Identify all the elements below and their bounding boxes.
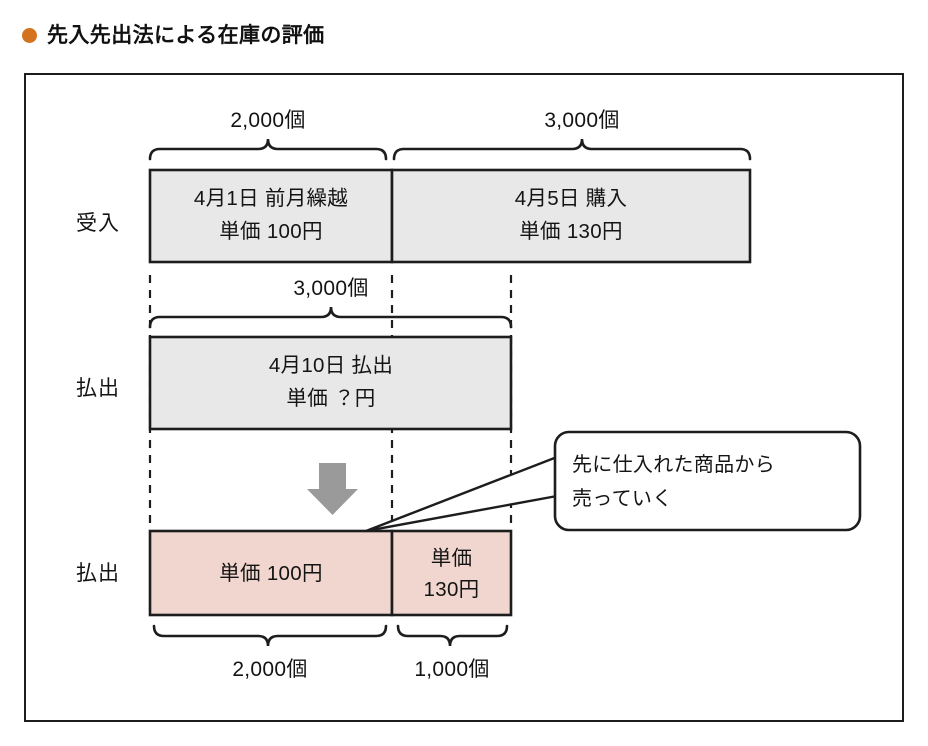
- issue-box-line1: 4月10日 払出: [269, 354, 393, 377]
- bracket-result-100: [152, 624, 388, 647]
- diagram-frame: 受入 2,000個 3,000個 4月1日 前月繰越 単価 100円 4月5日 …: [24, 73, 904, 722]
- bracket-purchase: [392, 138, 752, 161]
- result-box-130-line1: 単価: [431, 547, 473, 570]
- result-box-100: [148, 529, 394, 617]
- issue-box: [148, 335, 513, 431]
- carryover-box-line2: 単価 100円: [219, 220, 323, 243]
- callout-tail: [364, 455, 559, 533]
- row-label-receipt: 受入: [76, 212, 120, 235]
- bracket-label-result-130: 1,000個: [414, 658, 489, 681]
- down-arrow-icon: [307, 463, 358, 515]
- purchase-box: [390, 168, 752, 264]
- bracket-carryover: [148, 138, 388, 161]
- callout-line2: 売っていく: [572, 487, 673, 510]
- carryover-box-line1: 4月1日 前月繰越: [194, 187, 348, 210]
- row-label-result: 払出: [76, 562, 120, 585]
- carryover-box: [148, 168, 394, 264]
- callout-line1: 先に仕入れた商品から: [572, 453, 775, 476]
- bracket-label-issue: 3,000個: [293, 277, 368, 300]
- callout-bubble: [553, 430, 862, 532]
- bracket-issue: [148, 306, 513, 329]
- result-box-130-line2: 130円: [424, 578, 480, 601]
- page-title: 先入先出法による在庫の評価: [22, 18, 325, 52]
- fifo-explanation-callout: 先に仕入れた商品から 売っていく: [364, 430, 862, 533]
- bracket-result-130: [396, 624, 509, 647]
- result-box-100-label: 単価 100円: [219, 562, 323, 585]
- bracket-label-result-100: 2,000個: [232, 658, 307, 681]
- page-title-text: 先入先出法による在庫の評価: [47, 23, 325, 47]
- row-label-issue: 払出: [76, 377, 120, 400]
- result-box-130: [390, 529, 513, 617]
- bracket-label-purchase: 3,000個: [544, 109, 619, 132]
- issue-box-line2: 単価 ？円: [286, 387, 375, 410]
- filled-circle-icon: [22, 27, 37, 43]
- bracket-label-carryover: 2,000個: [230, 109, 305, 132]
- fifo-diagram: 受入 2,000個 3,000個 4月1日 前月繰越 単価 100円 4月5日 …: [76, 109, 862, 681]
- purchase-box-line1: 4月5日 購入: [515, 187, 628, 210]
- purchase-box-line2: 単価 130円: [519, 220, 623, 243]
